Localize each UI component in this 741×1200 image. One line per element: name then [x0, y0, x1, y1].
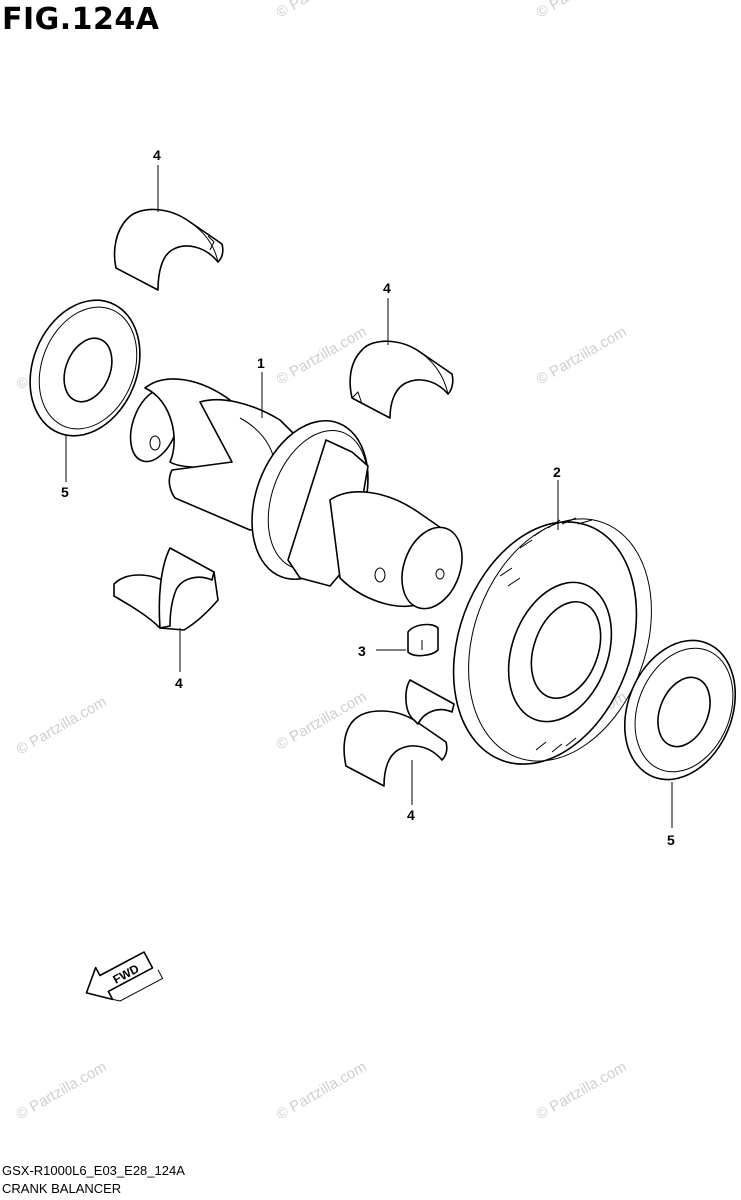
callout-part-4: 4 [175, 675, 183, 691]
bearing-shell-top-left[interactable] [113, 208, 224, 291]
watermark: © Partzilla.com [534, 1058, 630, 1123]
bearing-shell-top-right[interactable] [349, 340, 454, 419]
bearing-shell-lower-right[interactable] [343, 679, 455, 787]
group-name: CRANK BALANCER [2, 1181, 122, 1196]
watermark: © Partzilla.com [274, 1058, 370, 1123]
woodruff-key[interactable] [407, 623, 439, 657]
callout-part-4: 4 [407, 807, 415, 823]
balancer-shaft[interactable] [121, 378, 472, 617]
callout-part-4: 4 [383, 280, 391, 296]
watermark: © Partzilla.com [534, 323, 630, 388]
callout-part-4: 4 [153, 147, 161, 163]
bearing-shell-lower-left[interactable] [113, 547, 219, 631]
leader-lines [65, 165, 673, 828]
callout-part-5: 5 [667, 832, 675, 848]
fwd-arrow-icon: FWD [85, 951, 164, 1002]
watermark: © Partzilla.com [14, 693, 110, 758]
watermark: © Partzilla.com [534, 0, 630, 21]
callout-part-3: 3 [358, 643, 366, 659]
watermark: © Partzilla.com [14, 1058, 110, 1123]
model-code: GSX-R1000L6_E03_E28_124A [2, 1163, 185, 1178]
figure-title: FIG.124A [2, 2, 160, 37]
watermark: © Partzilla.com [274, 0, 370, 21]
callout-part-5: 5 [61, 484, 69, 500]
callout-part-1: 1 [257, 355, 265, 371]
callout-part-2: 2 [553, 464, 561, 480]
thrust-washer-right[interactable] [605, 624, 741, 796]
balancer-gear[interactable] [421, 493, 683, 790]
callouts: 4 4 1 2 5 3 4 4 5 [61, 147, 675, 848]
thrust-washer-left[interactable] [11, 284, 160, 453]
